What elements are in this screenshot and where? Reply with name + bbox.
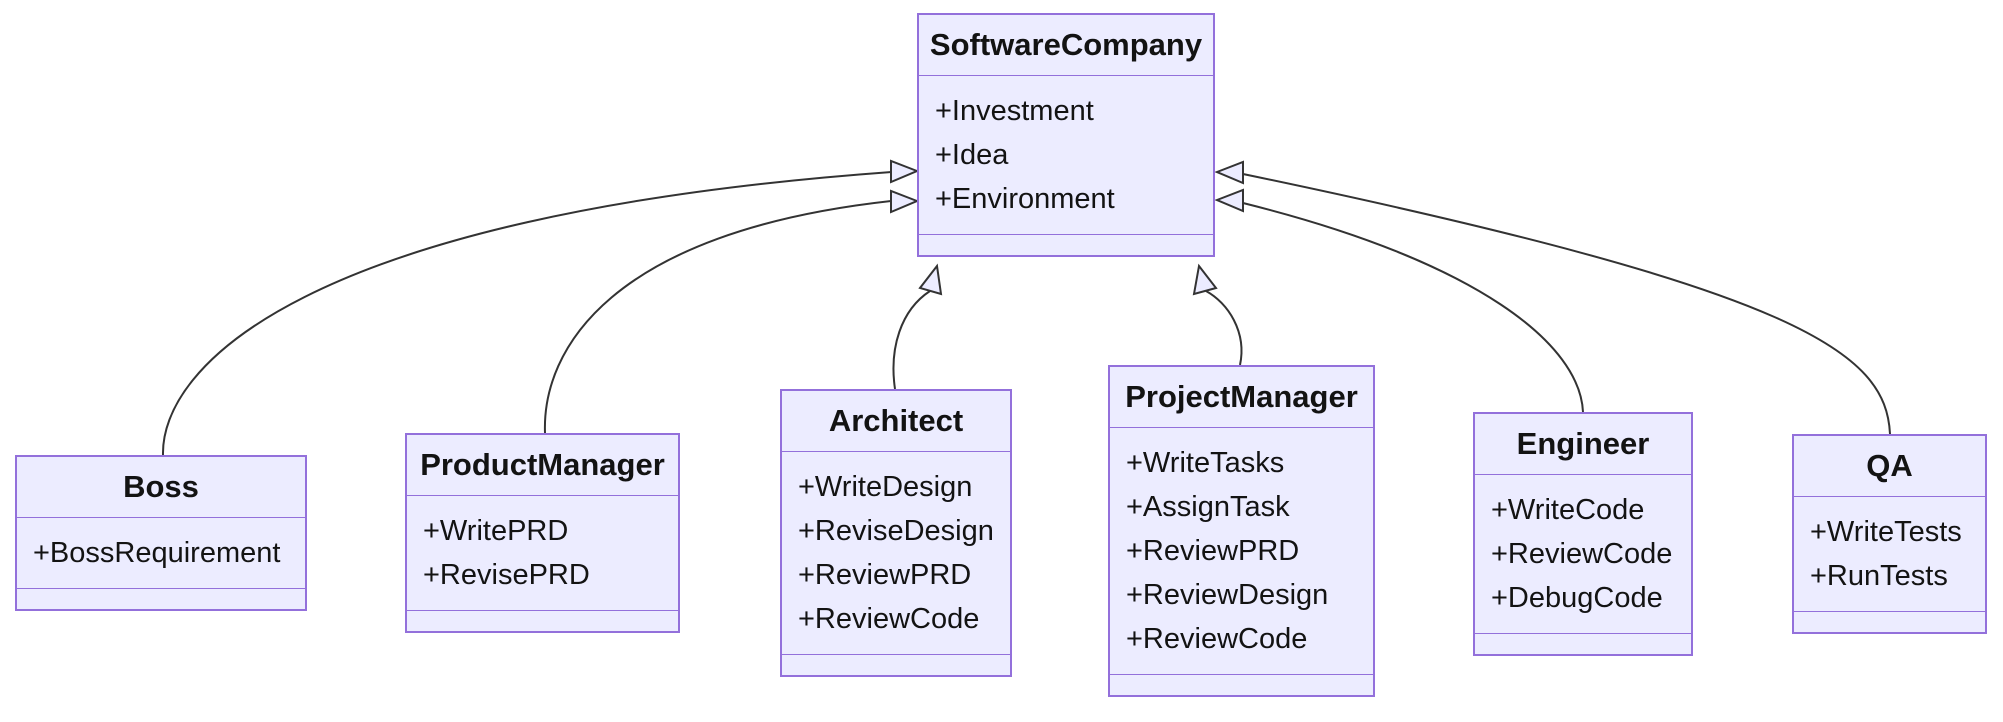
class-title: ProjectManager	[1110, 367, 1373, 428]
class-members: +WriteDesign +ReviseDesign +ReviewPRD +R…	[782, 452, 1010, 654]
class-qa: QA +WriteTests +RunTests	[1792, 434, 1987, 634]
class-member: +ReviewPRD	[798, 559, 972, 591]
edge-engineer-to-softwarecompany	[1242, 202, 1584, 413]
class-title: Boss	[17, 457, 305, 518]
class-member: +ReviewCode	[798, 603, 980, 635]
class-member: +Idea	[935, 139, 1009, 171]
class-methods-empty	[1110, 674, 1373, 695]
class-member: +ReviewCode	[1491, 538, 1673, 570]
class-title: Engineer	[1475, 414, 1691, 475]
class-member: +Environment	[935, 183, 1115, 215]
class-member: +ReviewCode	[1126, 623, 1308, 655]
class-methods-empty	[407, 610, 678, 631]
class-title: Architect	[782, 391, 1010, 452]
class-productmanager: ProductManager +WritePRD +RevisePRD	[405, 433, 680, 633]
class-member: +ReviseDesign	[798, 515, 994, 547]
class-member: +WriteDesign	[798, 471, 973, 503]
class-title: ProductManager	[407, 435, 678, 496]
class-members: +Investment +Idea +Environment	[919, 76, 1213, 234]
class-member: +Investment	[935, 95, 1094, 127]
inheritance-arrow-architect	[918, 263, 943, 296]
class-member: +WritePRD	[423, 515, 569, 547]
class-member: +BossRequirement	[33, 537, 281, 569]
class-methods-empty	[17, 588, 305, 609]
class-architect: Architect +WriteDesign +ReviseDesign +Re…	[780, 389, 1012, 677]
class-members: +BossRequirement	[17, 518, 305, 588]
class-member: +WriteCode	[1491, 494, 1645, 526]
class-projectmanager: ProjectManager +WriteTasks +AssignTask +…	[1108, 365, 1375, 697]
inheritance-arrow-productmanager	[890, 189, 920, 214]
class-title: SoftwareCompany	[919, 15, 1213, 76]
class-member: +ReviewPRD	[1126, 535, 1300, 567]
class-member: +RevisePRD	[423, 559, 590, 591]
class-methods-empty	[919, 234, 1213, 255]
inheritance-arrow-engineer	[1214, 188, 1244, 213]
inheritance-arrow-qa	[1214, 160, 1244, 185]
class-member: +DebugCode	[1491, 582, 1663, 614]
class-methods-empty	[782, 654, 1010, 675]
class-softwarecompany: SoftwareCompany +Investment +Idea +Envir…	[917, 13, 1215, 257]
edge-projectmanager-to-softwarecompany	[1205, 290, 1243, 366]
class-engineer: Engineer +WriteCode +ReviewCode +DebugCo…	[1473, 412, 1693, 656]
class-member: +AssignTask	[1126, 491, 1290, 523]
class-member: +ReviewDesign	[1126, 579, 1329, 611]
inheritance-arrow-projectmanager	[1192, 263, 1218, 296]
class-methods-empty	[1794, 611, 1985, 632]
class-boss: Boss +BossRequirement	[15, 455, 307, 611]
edge-boss-to-softwarecompany	[161, 171, 892, 456]
edge-architect-to-softwarecompany	[892, 290, 931, 390]
edge-qa-to-softwarecompany	[1242, 173, 1891, 435]
class-title: QA	[1794, 436, 1985, 497]
class-members: +WriteCode +ReviewCode +DebugCode	[1475, 475, 1691, 633]
class-members: +WriteTasks +AssignTask +ReviewPRD +Revi…	[1110, 428, 1373, 674]
class-members: +WriteTests +RunTests	[1794, 497, 1985, 611]
class-member: +WriteTasks	[1126, 447, 1285, 479]
class-members: +WritePRD +RevisePRD	[407, 496, 678, 610]
class-member: +WriteTests	[1810, 516, 1962, 548]
class-methods-empty	[1475, 633, 1691, 654]
class-member: +RunTests	[1810, 560, 1948, 592]
edge-productmanager-to-softwarecompany	[543, 200, 892, 434]
inheritance-arrow-boss	[890, 159, 920, 184]
